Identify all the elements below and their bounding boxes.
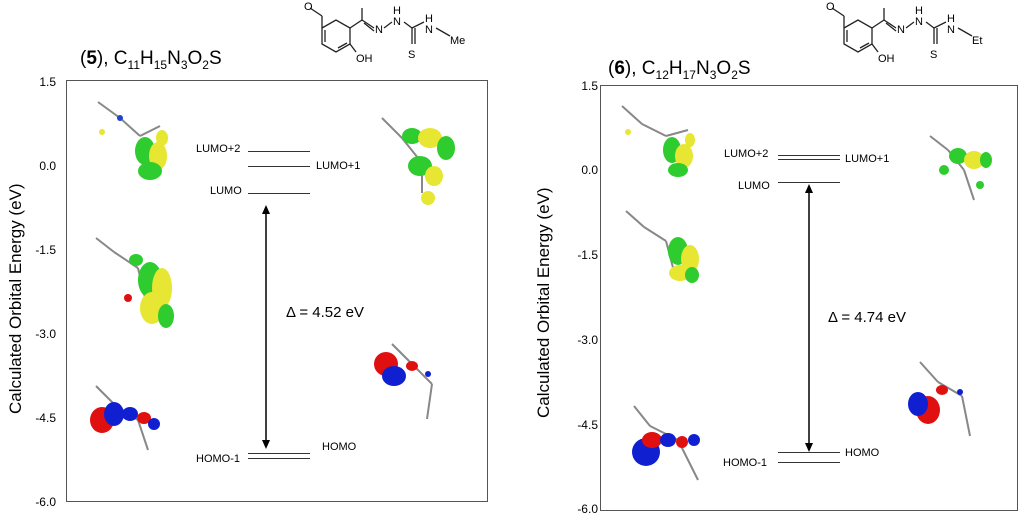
svg-text:Me: Me xyxy=(450,35,465,47)
level-line-lumo2 xyxy=(778,155,840,156)
tick-label: -6.0 xyxy=(35,495,56,509)
tick-label: 1.5 xyxy=(39,75,56,89)
panel-compound-5: (5), C11H15N3O2S O N N H N H S OH Me Cal… xyxy=(6,1,488,509)
level-label-lumo1: LUMO+1 xyxy=(845,153,890,165)
level-line-homo1 xyxy=(778,462,840,463)
y-axis-label: Calculated Orbital Energy (eV) xyxy=(6,183,25,414)
svg-text:N: N xyxy=(393,16,401,28)
tick-label: -3.0 xyxy=(577,333,598,347)
svg-text:OH: OH xyxy=(356,53,373,65)
level-label-lumo2: LUMO+2 xyxy=(196,143,241,155)
panel-title: (5), C11H15N3O2S xyxy=(80,48,222,72)
panel-compound-6: (6), C12H17N3O2S O N N H N H S OH Et Cal… xyxy=(512,0,1024,520)
orbital-image-homo xyxy=(374,343,433,420)
svg-text:H: H xyxy=(425,13,433,25)
panel-title: (6), C12H17N3O2S xyxy=(608,58,751,82)
svg-text:N: N xyxy=(947,24,955,36)
svg-text:S: S xyxy=(408,49,415,61)
svg-text:S: S xyxy=(930,49,937,61)
orbital-image-homo xyxy=(908,361,971,437)
tick-label: 0.0 xyxy=(39,159,56,173)
svg-text:N: N xyxy=(375,24,383,36)
energy-gap-label: Δ = 4.52 eV xyxy=(286,304,364,321)
energy-gap-label: Δ = 4.74 eV xyxy=(828,309,906,326)
level-line-homo xyxy=(778,452,840,453)
orbital-image-lumo1 xyxy=(381,117,455,205)
level-line-lumo1 xyxy=(778,159,840,160)
tick-label: -4.5 xyxy=(35,411,56,425)
level-label-lumo: LUMO xyxy=(738,180,770,192)
orbital-image-lumo xyxy=(95,237,174,328)
svg-text:H: H xyxy=(393,5,401,17)
level-label-homo1: HOMO-1 xyxy=(723,457,767,469)
svg-text:H: H xyxy=(915,5,923,17)
chemical-structure: O N N H N H S OH Et xyxy=(826,1,982,65)
svg-text:O: O xyxy=(826,1,835,13)
gap-arrow xyxy=(805,184,813,452)
tick-label: -6.0 xyxy=(577,502,598,516)
level-line-homo1 xyxy=(248,453,310,454)
tick-label: -3.0 xyxy=(35,327,56,341)
level-label-homo: HOMO xyxy=(845,447,880,459)
level-line-homo xyxy=(248,458,310,459)
gap-arrow xyxy=(262,205,270,449)
orbital-image-lumo xyxy=(625,210,699,283)
tick-label: -1.5 xyxy=(577,248,598,262)
plot-frame xyxy=(66,80,488,502)
svg-text:N: N xyxy=(425,24,433,36)
chemical-structure: O N N H N H S OH Me xyxy=(304,1,465,65)
orbital-image-homo1 xyxy=(632,405,700,481)
svg-text:O: O xyxy=(304,1,313,13)
tick-label: -4.5 xyxy=(577,418,598,432)
svg-text:N: N xyxy=(915,16,923,28)
level-label-lumo: LUMO xyxy=(210,185,242,197)
svg-text:Et: Et xyxy=(972,35,982,47)
level-label-homo1: HOMO-1 xyxy=(196,453,240,465)
tick-label: -1.5 xyxy=(35,243,56,257)
level-line-lumo xyxy=(778,182,840,183)
tick-label: 1.5 xyxy=(581,79,598,93)
orbital-image-lumo1 xyxy=(929,135,992,201)
level-line-lumo1 xyxy=(248,166,310,167)
y-axis-label: Calculated Orbital Energy (eV) xyxy=(534,187,553,418)
svg-text:H: H xyxy=(947,13,955,25)
orbital-image-homo1 xyxy=(90,385,160,451)
level-label-lumo1: LUMO+1 xyxy=(316,160,361,172)
svg-text:N: N xyxy=(897,24,905,36)
level-label-lumo2: LUMO+2 xyxy=(724,148,769,160)
tick-label: 0.0 xyxy=(581,163,598,177)
orbital-image-lumo2 xyxy=(97,101,168,180)
level-line-lumo2 xyxy=(248,151,310,152)
level-line-lumo xyxy=(248,193,310,194)
level-label-homo: HOMO xyxy=(322,441,357,453)
orbital-image-lumo2 xyxy=(621,105,695,177)
svg-text:OH: OH xyxy=(878,53,895,65)
